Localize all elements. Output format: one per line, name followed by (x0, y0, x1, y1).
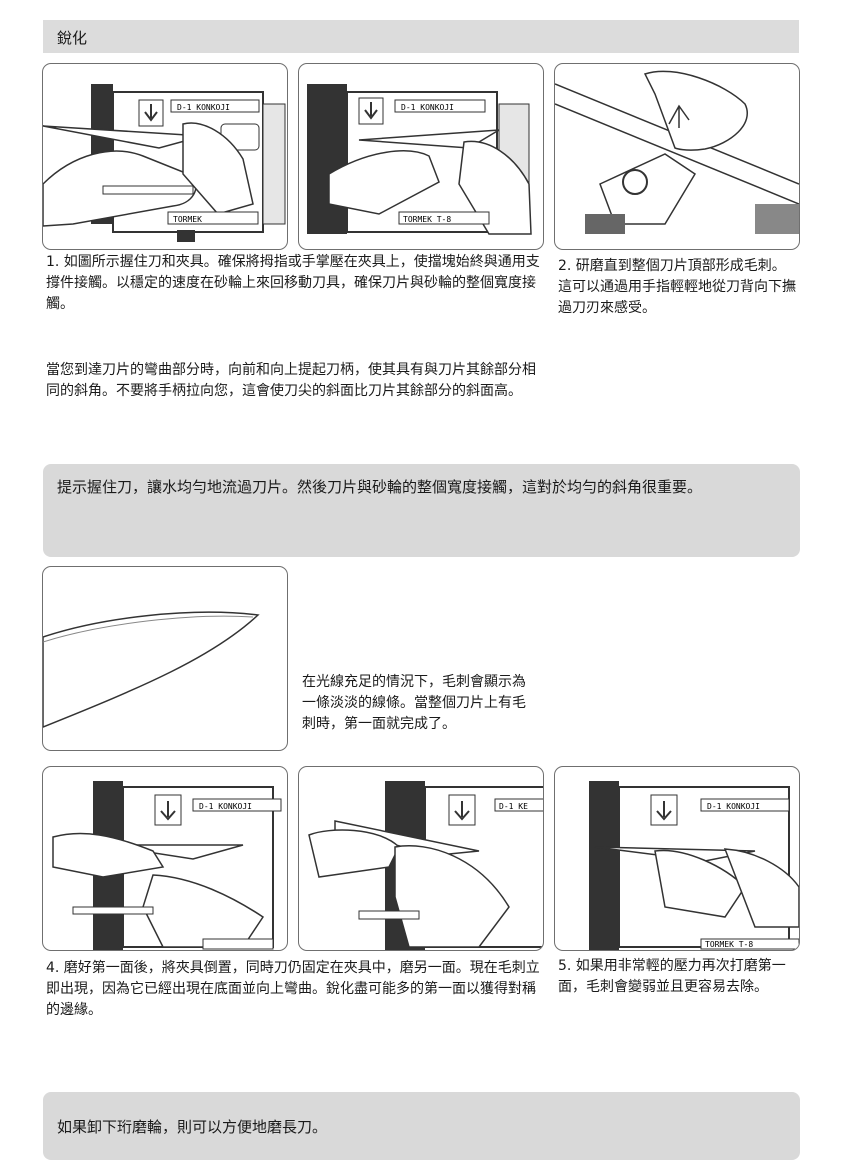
illustration-step4-left: D-1 KONKOJI (42, 766, 288, 951)
angle-scale-label: D-1 KONKOJI (177, 103, 230, 112)
step4-text: 4. 磨好第一面後，將夾具倒置，同時刀仍固定在夾具中，磨另一面。現在毛刺立即出現… (46, 960, 540, 1018)
angle-scale-label: D-1 KONKOJI (707, 802, 760, 811)
brand-plate-label: TORMEK T-8 (705, 940, 753, 949)
illustration-step2-burr-check (554, 63, 800, 250)
angle-scale-label: D-1 KONKOJI (401, 103, 454, 112)
illustration-step5: D-1 KONKOJI TORMEK T-8 (554, 766, 800, 951)
illustration-step1-machine: D-1 KONKOJI TORMEK (42, 63, 288, 250)
brand-plate-label: TORMEK T-8 (403, 215, 451, 224)
angle-scale-label: D-1 KE (499, 802, 528, 811)
illustration-blade-burr (42, 566, 288, 751)
angle-scale-label: D-1 KONKOJI (199, 802, 252, 811)
step2-text: 2. 研磨直到整個刀片頂部形成毛刺。這可以通過用手指輕輕地從刀背向下撫過刀刃來感… (558, 258, 796, 316)
section-title: 銳化 (57, 29, 88, 47)
brand-plate-label: TORMEK (173, 215, 202, 224)
tip-text-2: 如果卸下珩磨輪，則可以方便地磨長刀。 (57, 1118, 328, 1136)
tip-box-1: 提示握住刀，讓水均勻地流過刀片。然後刀片與砂輪的整個寬度接觸，這對於均勻的斜角很… (43, 464, 800, 557)
step1-text: 1. 如圖所示握住刀和夾具。確保將拇指或手掌壓在夾具上，使擋塊始終與通用支撐件接… (46, 254, 540, 312)
step5-text: 5. 如果用非常輕的壓力再次打磨第一面，毛刺會變弱並且更容易去除。 (558, 958, 786, 995)
burr-note-text: 在光線充足的情況下，毛刺會顯示為一條淡淡的線條。當整個刀片上有毛刺時，第一面就完… (302, 674, 526, 732)
tip-box-2: 如果卸下珩磨輪，則可以方便地磨長刀。 (43, 1092, 800, 1160)
tip-text-1: 提示握住刀，讓水均勻地流過刀片。然後刀片與砂輪的整個寬度接觸，這對於均勻的斜角很… (57, 478, 703, 496)
section-header: 銳化 (43, 20, 799, 53)
illustration-step4-right: D-1 KE (298, 766, 544, 951)
illustration-step1-variant: D-1 KONKOJI TORMEK T-8 (298, 63, 544, 250)
curve-note-text: 當您到達刀片的彎曲部分時，向前和向上提起刀柄，使其具有與刀片其餘部分相同的斜角。… (46, 362, 536, 399)
